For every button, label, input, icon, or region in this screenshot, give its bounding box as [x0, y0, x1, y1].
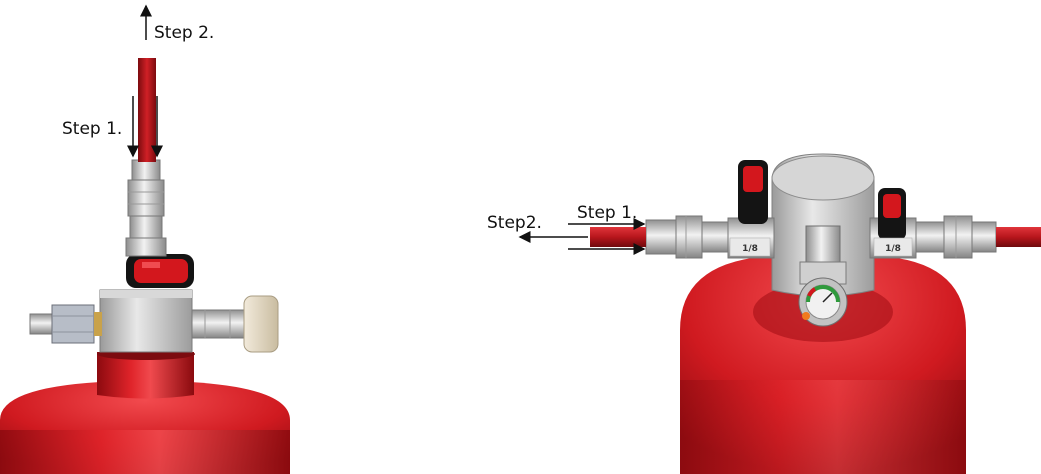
- left-view: Step 2. Step 1.: [0, 6, 290, 474]
- right-left-fitting: [646, 216, 728, 258]
- left-valve-marking: 1/8: [742, 244, 758, 254]
- right-view: 1/8 1/8 Step 1.: [487, 154, 1041, 474]
- right-right-red-tube: [996, 227, 1041, 247]
- right-step1-label: Step 1.: [577, 203, 637, 223]
- right-step2-label: Step2.: [487, 213, 542, 233]
- right-left-red-tube: [590, 227, 646, 247]
- left-cylinder: [0, 348, 290, 474]
- left-red-tube: [138, 58, 156, 162]
- right-valve-marking: 1/8: [885, 244, 901, 254]
- beige-cap: [244, 296, 278, 352]
- right-right-fitting: [916, 216, 996, 258]
- left-step2-label: Step 2.: [154, 23, 214, 43]
- right-right-valve: 1/8: [870, 188, 916, 258]
- left-vertical-fitting: [126, 160, 166, 256]
- right-side-outlet: [192, 296, 278, 352]
- left-red-handle: [126, 254, 194, 288]
- right-left-valve: 1/8: [728, 160, 774, 258]
- left-valve-head: [100, 290, 192, 352]
- left-step1-label: Step 1.: [62, 119, 122, 139]
- left-side-outlet: [30, 305, 102, 343]
- pressure-gauge: [799, 226, 847, 326]
